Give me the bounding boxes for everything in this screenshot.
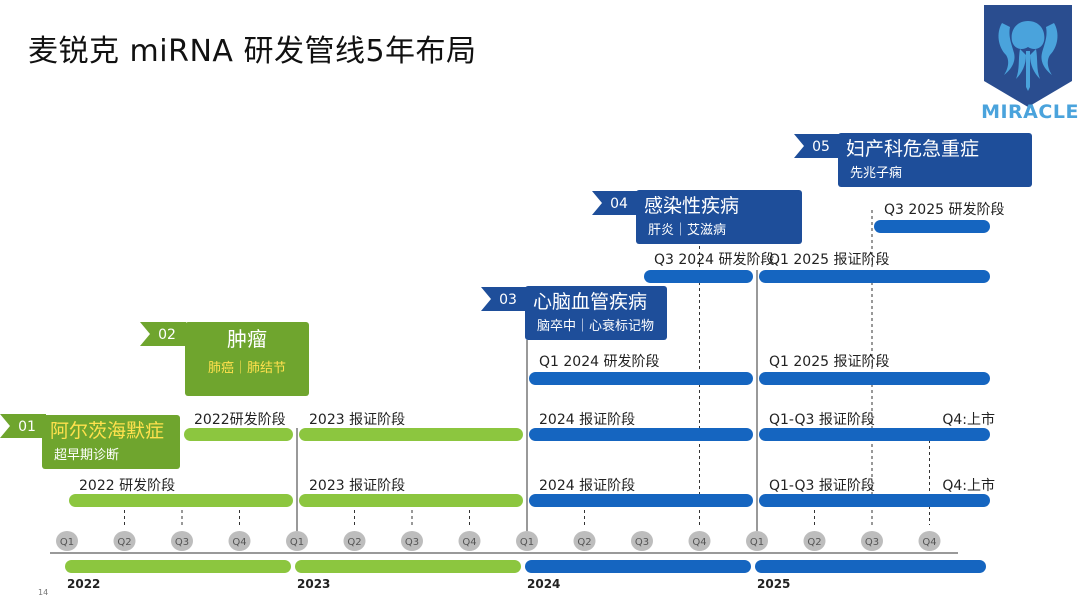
year-label: 2025 bbox=[757, 577, 790, 591]
phase-label: Q4:上市 bbox=[942, 411, 995, 428]
disease-box bbox=[636, 190, 802, 244]
phase-label: Q1 2024 研发阶段 bbox=[539, 354, 659, 370]
quarter-label: Q1 bbox=[290, 537, 304, 548]
tag-arrow bbox=[592, 191, 638, 215]
quarter-label: Q2 bbox=[347, 537, 361, 548]
quarter-marker bbox=[861, 531, 883, 551]
miracle-logo-icon bbox=[984, 5, 1072, 107]
quarter-label: Q2 bbox=[117, 537, 131, 548]
phase-label: 2022 研发阶段 bbox=[79, 478, 175, 494]
quarter-marker bbox=[343, 531, 366, 551]
year-bar bbox=[755, 560, 986, 573]
quarter-marker bbox=[56, 531, 78, 551]
quarter-marker bbox=[918, 531, 941, 551]
phase-bar bbox=[759, 270, 990, 283]
quarter-label: Q4 bbox=[922, 537, 936, 548]
year-label: 2023 bbox=[297, 577, 330, 591]
year-label: 2022 bbox=[67, 577, 100, 591]
phase-label: 2024 报证阶段 bbox=[539, 412, 635, 428]
phase-bar bbox=[874, 220, 990, 233]
quarter-marker bbox=[688, 531, 711, 551]
quarter-label: Q4 bbox=[232, 537, 246, 548]
quarter-label: Q3 bbox=[405, 537, 419, 548]
disease-box bbox=[185, 322, 309, 396]
disease-box bbox=[838, 133, 1032, 187]
phase-label: Q1-Q3 报证阶段 bbox=[769, 478, 875, 494]
quarter-marker bbox=[803, 531, 826, 551]
phase-label: 2023 报证阶段 bbox=[309, 478, 405, 494]
quarter-label: Q3 bbox=[175, 537, 189, 548]
phase-bar bbox=[299, 428, 523, 441]
disease-name: 肿瘤 bbox=[227, 327, 267, 351]
phase-bar bbox=[529, 428, 753, 441]
page-number: 14 bbox=[38, 588, 49, 597]
phase-label: Q1-Q3 报证阶段 bbox=[769, 412, 875, 428]
tag-arrow bbox=[0, 414, 46, 438]
phase-bar bbox=[644, 270, 753, 283]
year-label: 2024 bbox=[527, 577, 560, 591]
phase-bar bbox=[529, 372, 753, 385]
quarter-marker bbox=[113, 531, 136, 551]
quarter-label: Q3 bbox=[865, 537, 879, 548]
disease-number: 02 bbox=[158, 327, 176, 343]
quarter-marker bbox=[171, 531, 193, 551]
disease-number: 04 bbox=[610, 196, 628, 212]
year-bar bbox=[295, 560, 521, 573]
quarter-label: Q1 bbox=[750, 537, 764, 548]
phase-bar bbox=[759, 494, 990, 507]
quarter-marker bbox=[746, 531, 768, 551]
phase-bar bbox=[69, 494, 293, 507]
quarter-marker bbox=[631, 531, 653, 551]
tag-arrow bbox=[140, 322, 186, 346]
quarter-marker bbox=[516, 531, 538, 551]
quarter-marker bbox=[401, 531, 423, 551]
phase-label: Q3 2024 研发阶段 bbox=[654, 252, 774, 268]
quarter-marker bbox=[573, 531, 596, 551]
quarter-label: Q4 bbox=[462, 537, 476, 548]
page-title: 麦锐克 miRNA 研发管线5年布局 bbox=[28, 34, 477, 69]
disease-subtitle: 肝炎｜艾滋病 bbox=[648, 223, 726, 238]
disease-subtitle: 肺癌｜肺结节 bbox=[208, 360, 286, 376]
phase-label: 2024 报证阶段 bbox=[539, 478, 635, 494]
disease-subtitle: 超早期诊断 bbox=[54, 448, 119, 463]
quarter-label: Q1 bbox=[520, 537, 534, 548]
disease-box bbox=[42, 415, 180, 469]
disease-name: 感染性疾病 bbox=[644, 195, 739, 217]
tag-arrow bbox=[481, 287, 527, 311]
quarter-label: Q4 bbox=[692, 537, 706, 548]
disease-number: 03 bbox=[499, 292, 517, 308]
disease-name: 妇产科危急重症 bbox=[846, 138, 979, 160]
year-bar bbox=[65, 560, 291, 573]
phase-bar bbox=[184, 428, 293, 441]
tag-arrow bbox=[794, 134, 840, 158]
quarter-marker bbox=[458, 531, 481, 551]
phase-label: Q4:上市 bbox=[942, 477, 995, 494]
phase-bar bbox=[299, 494, 523, 507]
quarter-label: Q1 bbox=[60, 537, 74, 548]
phase-bar bbox=[529, 494, 753, 507]
quarter-label: Q3 bbox=[635, 537, 649, 548]
phase-label: 2023 报证阶段 bbox=[309, 412, 405, 428]
quarter-label: Q2 bbox=[577, 537, 591, 548]
quarter-label: Q2 bbox=[807, 537, 821, 548]
disease-number: 05 bbox=[812, 139, 830, 155]
quarter-marker bbox=[286, 531, 308, 551]
disease-subtitle: 脑卒中｜心衰标记物 bbox=[537, 318, 654, 334]
phase-label: 2022研发阶段 bbox=[194, 412, 286, 428]
phase-label: Q1 2025 报证阶段 bbox=[769, 252, 889, 268]
phase-label: Q1 2025 报证阶段 bbox=[769, 354, 889, 370]
disease-name: 阿尔茨海默症 bbox=[50, 420, 164, 442]
phase-bar bbox=[759, 372, 990, 385]
disease-name: 心脑血管疾病 bbox=[533, 291, 647, 313]
logo-wordmark: MIRACLE bbox=[981, 101, 1079, 123]
disease-number: 01 bbox=[18, 419, 36, 435]
disease-subtitle: 先兆子痫 bbox=[850, 165, 902, 181]
quarter-marker bbox=[228, 531, 251, 551]
phase-bar bbox=[759, 428, 990, 441]
year-bar bbox=[525, 560, 751, 573]
phase-label: Q3 2025 研发阶段 bbox=[884, 202, 1004, 218]
disease-box bbox=[525, 286, 667, 340]
